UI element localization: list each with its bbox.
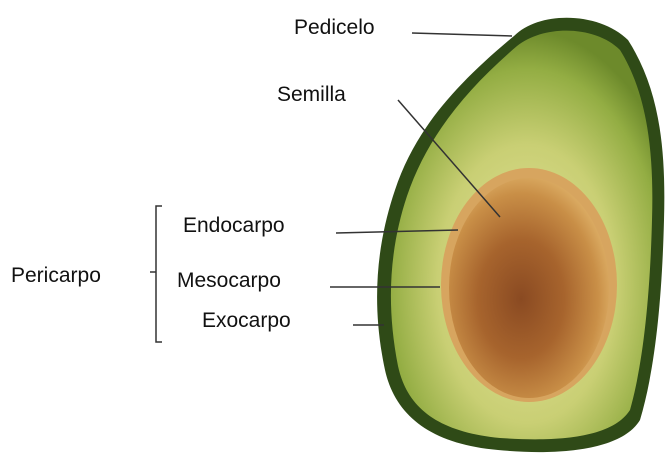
pedicelo-leader bbox=[412, 33, 512, 36]
label-endocarpo: Endocarpo bbox=[183, 215, 285, 236]
pericarpo-bracket bbox=[150, 206, 162, 342]
label-semilla: Semilla bbox=[277, 84, 346, 105]
label-pericarpo: Pericarpo bbox=[11, 265, 101, 286]
seed bbox=[449, 178, 609, 398]
label-pedicelo: Pedicelo bbox=[294, 17, 375, 38]
label-mesocarpo: Mesocarpo bbox=[177, 270, 281, 291]
label-exocarpo: Exocarpo bbox=[202, 310, 291, 331]
